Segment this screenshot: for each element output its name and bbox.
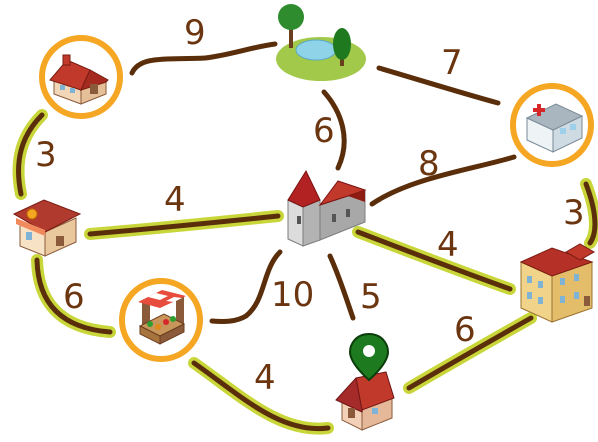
road-farmhouse-cafe (16, 112, 45, 197)
road-strokes (16, 41, 598, 432)
node-cafe[interactable] (12, 199, 82, 257)
road-market-home (191, 360, 331, 432)
weight-park-hospital: 7 (441, 43, 463, 83)
weight-market-home: 4 (254, 358, 276, 398)
weight-church-school: 4 (437, 225, 459, 265)
roads (12, 41, 598, 435)
weight-home-school: 6 (454, 310, 476, 350)
weight-cafe-church: 4 (164, 180, 186, 220)
node-park[interactable] (276, 4, 366, 81)
church-icon (287, 169, 367, 247)
road-cafe-market (34, 257, 113, 335)
home-icon (335, 371, 395, 431)
road-church-hospital (369, 154, 517, 207)
school-icon (519, 243, 596, 323)
road-farmhouse-park (129, 41, 278, 76)
weight-church-hospital: 8 (418, 144, 440, 184)
weight-farmhouse-park: 9 (184, 13, 206, 53)
weight-park-church: 6 (313, 111, 335, 151)
road-home-school (406, 315, 534, 391)
market-stall-icon (138, 290, 186, 345)
weight-church-market: 10 (271, 275, 314, 315)
node-market[interactable] (119, 278, 203, 362)
weight-farmhouse-cafe: 3 (35, 135, 57, 175)
road-church-home (327, 253, 356, 321)
road-hospital-school (583, 181, 598, 246)
park-icon (276, 4, 366, 81)
hospital-icon (525, 103, 584, 153)
node-home[interactable] (335, 332, 395, 431)
road-church-school (355, 229, 513, 292)
node-school[interactable] (519, 243, 596, 323)
weight-cafe-market: 6 (63, 277, 85, 317)
weight-hospital-school: 3 (563, 193, 585, 233)
road-church-market (209, 249, 283, 324)
node-church[interactable] (287, 169, 367, 247)
edge-weights: 9 7 6 3 4 8 3 4 6 10 5 6 4 (35, 13, 585, 398)
highlight-halos (12, 109, 598, 435)
road-park-hospital (376, 65, 501, 106)
node-farmhouse[interactable] (39, 35, 123, 119)
cafe-icon (12, 199, 82, 257)
location-pin-icon (348, 332, 390, 382)
road-cafe-church (87, 213, 281, 237)
node-hospital[interactable] (510, 83, 594, 167)
weight-church-home: 5 (360, 277, 382, 317)
road-park-church (321, 89, 347, 171)
farmhouse-icon (49, 54, 109, 105)
